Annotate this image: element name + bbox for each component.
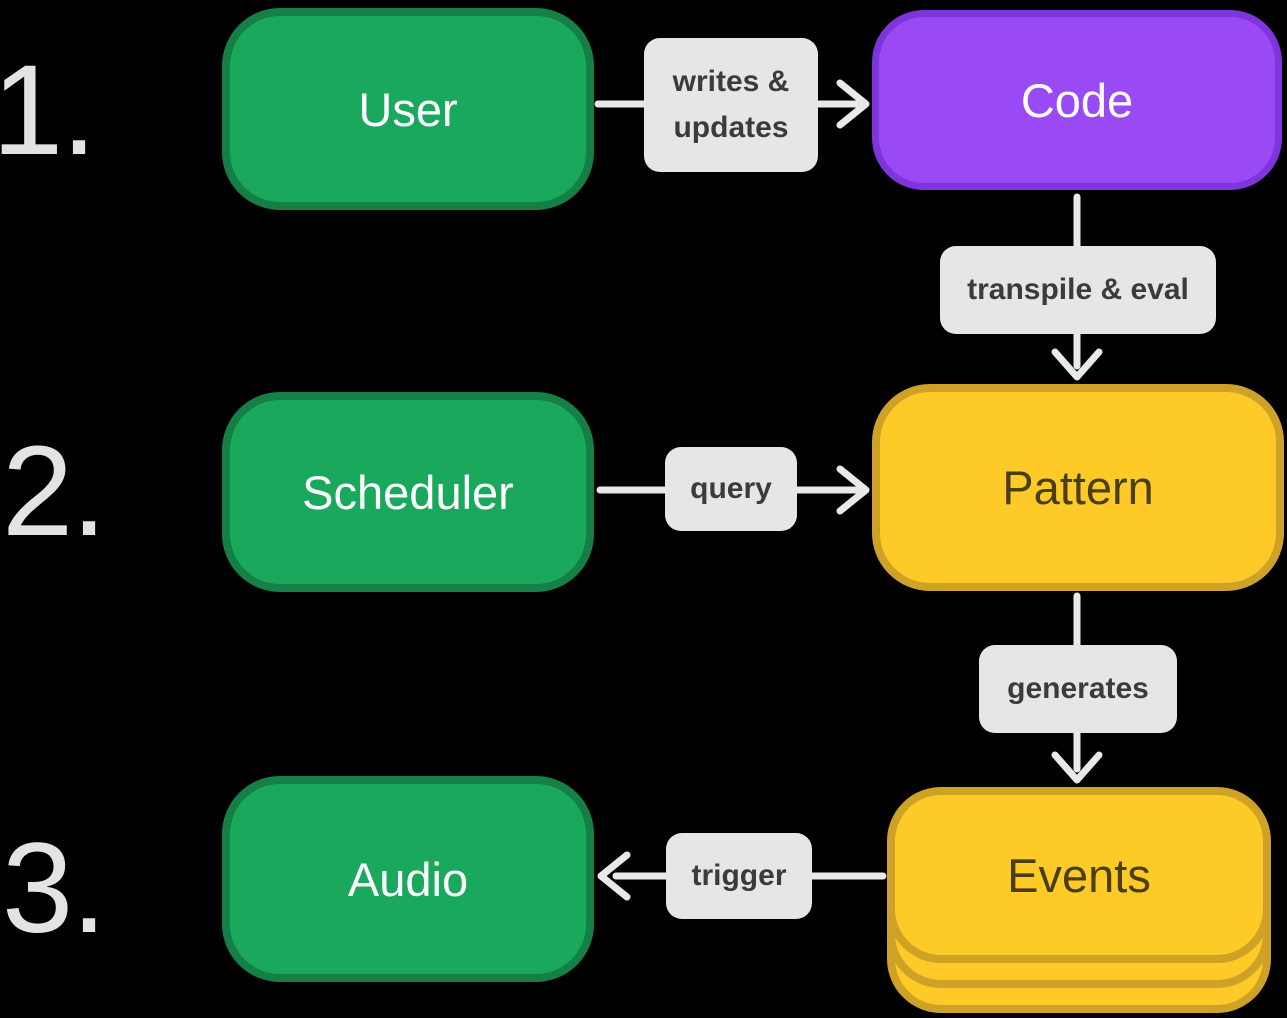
node-scheduler: Scheduler [222,392,594,592]
node-code-label: Code [1020,73,1134,127]
edge-label-transpile-eval: transpile & eval [940,246,1216,334]
node-audio-label: Audio [347,852,469,906]
step-number-3: 3. [2,817,107,960]
edge-label-writes-line1: writes & [672,64,790,98]
edge-label-generates: generates [979,645,1177,733]
node-user: User [222,8,594,210]
edge-label-generates-text: generates [1007,671,1149,705]
node-code: Code [872,10,1282,190]
arrowhead-down-icon [1051,348,1103,381]
node-scheduler-label: Scheduler [302,465,514,519]
edge-label-query-text: query [690,471,772,505]
node-audio: Audio [222,776,594,982]
node-events-label: Events [1007,848,1151,902]
step-number-1: 1. [0,39,97,182]
arrowhead-right-icon [836,79,870,129]
node-user-label: User [358,82,458,136]
node-events-stack: Events [887,787,1271,1013]
node-pattern: Pattern [872,384,1284,591]
edge-label-trigger: trigger [666,833,812,919]
arrowhead-left-icon [597,851,631,901]
edge-label-writes-updates: writes & updates [644,38,818,172]
edge-label-writes-line2: updates [673,111,789,144]
node-events: Events [887,787,1271,963]
edge-label-transpile-text: transpile & eval [967,272,1189,306]
edge-label-trigger-text: trigger [691,858,787,892]
arrowhead-right-icon [836,465,870,515]
edge-label-query: query [665,447,797,531]
arrowhead-down-icon [1051,751,1103,784]
node-pattern-label: Pattern [1002,461,1154,514]
step-number-2: 2. [2,420,107,563]
